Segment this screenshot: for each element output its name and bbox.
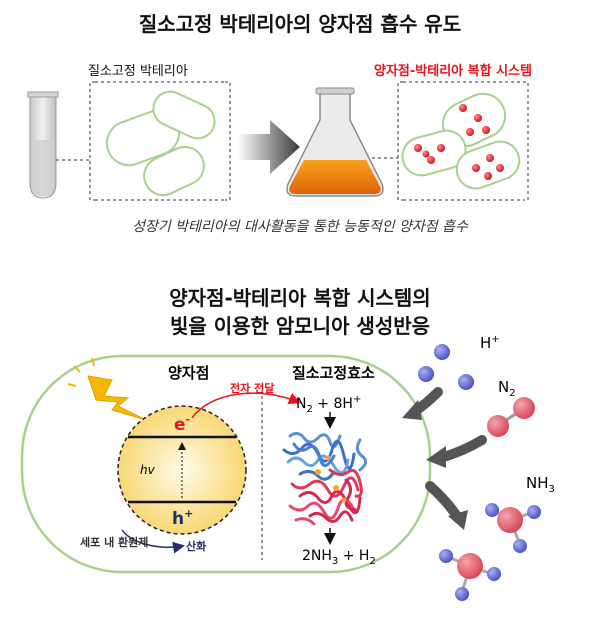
bottom-title-line1: 양자점-박테리아 복합 시스템의 [169,286,431,310]
flow-arrow-head-icon [426,446,446,468]
flask-icon [286,87,384,197]
process-arrow-icon [238,120,300,174]
reducing-agent-label: 세포 내 환원제 [80,535,148,549]
top-title: 질소고정 박테리아의 양자점 흡수 유도 [138,12,462,36]
caption: 성장기 박테리아의 대사활동을 통한 능동적인 양자점 흡수 [132,219,468,235]
hv-label: hv [140,463,156,477]
bottom-title: 양자점-박테리아 복합 시스템의 빛을 이용한 암모니아 생성반응 [0,284,600,340]
proton-molecules [418,344,474,390]
bacteria-plain [105,90,216,197]
proton-label: H+ [480,334,500,352]
test-tube-icon [27,91,59,199]
flow-arrow-head-icon [448,510,468,530]
electron-transfer-label: 전자 전달 [230,381,274,395]
bacterium-cell [455,140,521,190]
nh3-molecule [439,549,501,601]
bracket-right [397,81,529,201]
bacteria-with-qd [401,92,521,190]
nh3-label: NH3 [526,474,555,495]
label-nitrogen-fixing-bacteria: 질소고정 박테리아 [88,64,188,79]
quantum-dot-particles [414,104,504,180]
flow-arrows [402,387,487,530]
flow-arrow-head-icon [402,400,422,420]
n2-label: N2 [498,378,516,399]
product-equation: 2NH3 + H2 [302,548,376,567]
reactant-equation: N2 + 8H+ [296,394,361,415]
electron-transfer-arrow [191,392,301,419]
bottom-title-line2: 빛을 이용한 암모니아 생성반응 [169,314,431,338]
bacterium-cell [143,145,205,197]
light-rays [67,357,95,387]
bacterium-cell [152,90,216,140]
lightning-icon [87,375,147,421]
oxidation-arrow [121,529,185,554]
nh3-molecule [485,503,541,553]
qd-label: 양자점 [168,364,209,382]
nitrogenase-protein-icon [282,431,367,526]
hole-label: h+ [172,507,193,529]
n2-molecule [487,397,535,437]
bacterium-cell [401,129,467,177]
enzyme-label: 질소고정효소 [292,364,375,382]
oxidation-label: 산화 [186,539,206,553]
bracket-left [89,81,231,201]
electron-label: e- [174,413,190,435]
label-qd-bacteria-system: 양자점-박테리아 복합 시스템 [374,64,532,79]
